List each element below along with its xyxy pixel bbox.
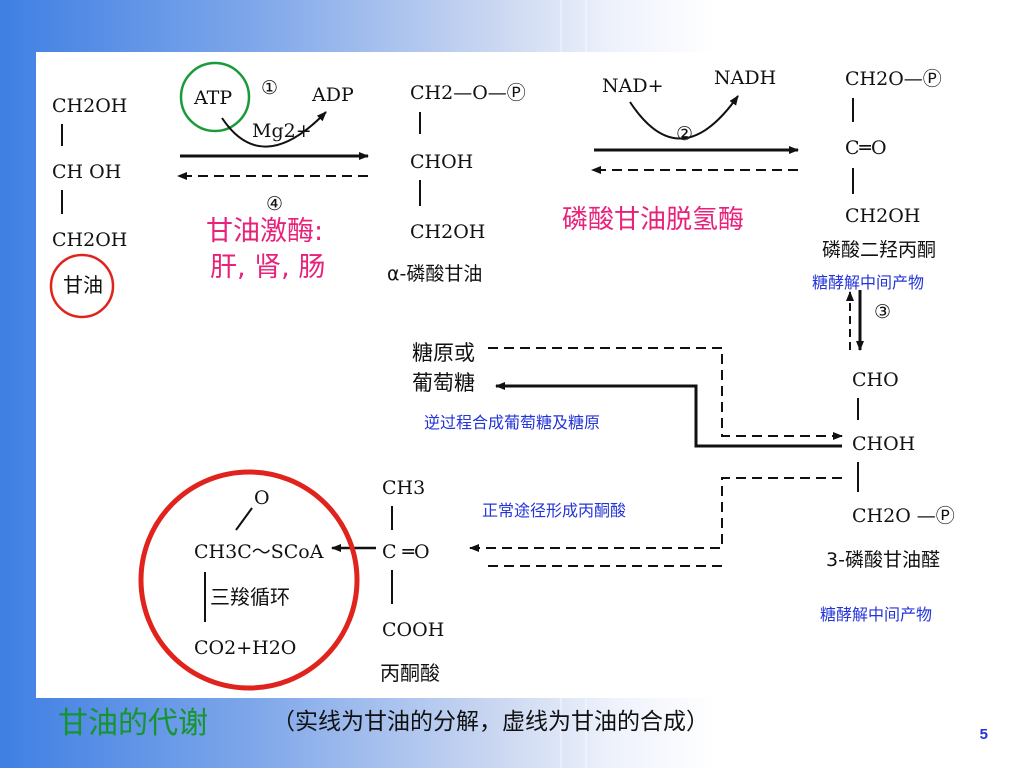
dihydroxyacetone-phosphate-structure: CH2O—Ⓟ C═O CH2OH 磷酸二羟丙酮 糖酵解中间产物 bbox=[812, 68, 942, 292]
adp-label: ADP bbox=[311, 84, 354, 106]
step-4-number: ④ bbox=[266, 193, 283, 215]
gap-line-2: CHOH bbox=[852, 433, 915, 455]
glycerol-line-2: CH OH bbox=[52, 161, 121, 183]
gap-line-1: CHO bbox=[852, 369, 899, 391]
g3p-line-3: CH2OH bbox=[410, 221, 485, 243]
step-2-number: ② bbox=[676, 123, 693, 145]
dashed-synthesis-path bbox=[488, 347, 843, 440]
step-1-reaction: ATP ① ADP Mg2+ ④ bbox=[177, 61, 369, 215]
glucose-label: 葡萄糖 bbox=[412, 371, 475, 395]
pyruvate-line-3: COOH bbox=[382, 619, 444, 641]
g3p-label: α-磷酸甘油 bbox=[387, 263, 482, 285]
pathway-connectors bbox=[469, 347, 843, 567]
glycerol-highlight-circle bbox=[49, 253, 115, 319]
glycolysis-intermediate-note: 糖酵解中间产物 bbox=[820, 605, 932, 624]
co2-water-label: CO2+H2O bbox=[194, 637, 296, 659]
glycerol-kinase-label: 甘油激酶: bbox=[206, 216, 323, 247]
pyruvate-formation-note: 正常途径形成丙酮酸 bbox=[482, 501, 626, 520]
atp-label: ATP bbox=[193, 87, 232, 109]
step-2-reaction: NAD+ NADH ② bbox=[591, 67, 799, 174]
atp-highlight-circle bbox=[179, 61, 251, 133]
gap-label: 3-磷酸甘油醛 bbox=[826, 549, 940, 571]
tca-cycle-label: 三羧循环 bbox=[210, 585, 290, 609]
dhap-line-1: CH2O—Ⓟ bbox=[845, 68, 942, 90]
slide-title: 甘油的代谢 bbox=[58, 706, 208, 741]
glycerol-label: 甘油 bbox=[63, 273, 103, 297]
acetyl-coa-structure: O CH3C～SCoA 三羧循环 CO2+H2O bbox=[138, 469, 360, 691]
nad-label: NAD+ bbox=[602, 75, 664, 97]
step-1-number: ① bbox=[261, 77, 278, 99]
pyruvate-line-2: C ═O bbox=[382, 541, 430, 563]
glycerol-line-1: CH2OH bbox=[52, 95, 127, 117]
g3p-line-1: CH2—O—Ⓟ bbox=[410, 82, 526, 104]
g3p-line-2: CHOH bbox=[410, 151, 473, 173]
carbonyl-oxygen: O bbox=[254, 487, 270, 509]
gluconeogenesis-note: 逆过程合成葡萄糖及糖原 bbox=[424, 413, 600, 432]
nadh-label: NADH bbox=[714, 67, 776, 89]
magnesium-label: Mg2+ bbox=[252, 120, 312, 142]
glycerol-structure: CH2OH CH OH CH2OH 甘油 bbox=[49, 95, 127, 319]
acetyl-coa-label: CH3C～SCoA bbox=[194, 541, 324, 563]
page-number: 5 bbox=[979, 726, 988, 743]
cofactor-arrow bbox=[221, 111, 327, 148]
step-3-reaction: ③ bbox=[846, 290, 891, 351]
diagram-panel bbox=[36, 52, 950, 698]
glycogen-or-label: 糖原或 bbox=[412, 341, 475, 365]
dhap-line-3: CH2OH bbox=[845, 205, 920, 227]
dhap-label: 磷酸二羟丙酮 bbox=[822, 239, 936, 261]
step-3-number: ③ bbox=[874, 301, 891, 323]
pyruvate-line-1: CH3 bbox=[382, 477, 425, 499]
dehydrogenase-label: 磷酸甘油脱氢酶 bbox=[562, 205, 744, 235]
pyruvate-label: 丙酮酸 bbox=[380, 661, 440, 685]
solid-glucose-path bbox=[495, 382, 842, 448]
cofactor-arrow bbox=[629, 95, 739, 140]
bond bbox=[235, 507, 253, 531]
pyruvate-structure: CH3 C ═O COOH 丙酮酸 bbox=[380, 477, 444, 685]
gap-line-3: CH2O —Ⓟ bbox=[852, 505, 955, 527]
kinase-tissues-label: 肝, 肾, 肠 bbox=[210, 252, 325, 283]
glycerol-line-3: CH2OH bbox=[52, 229, 127, 251]
dhap-line-2: C═O bbox=[845, 137, 887, 159]
glycolysis-intermediate-note: 糖酵解中间产物 bbox=[812, 273, 924, 292]
glycerol-3-phosphate-structure: CH2—O—Ⓟ CHOH CH2OH α-磷酸甘油 bbox=[387, 82, 526, 285]
acetyl-coa-highlight-circle bbox=[138, 469, 360, 691]
slide-subtitle: （实线为甘油的分解，虚线为甘油的合成） bbox=[272, 709, 709, 735]
glyceraldehyde-3-phosphate-structure: CHO CHOH CH2O —Ⓟ 3-磷酸甘油醛 糖酵解中间产物 bbox=[820, 369, 955, 624]
